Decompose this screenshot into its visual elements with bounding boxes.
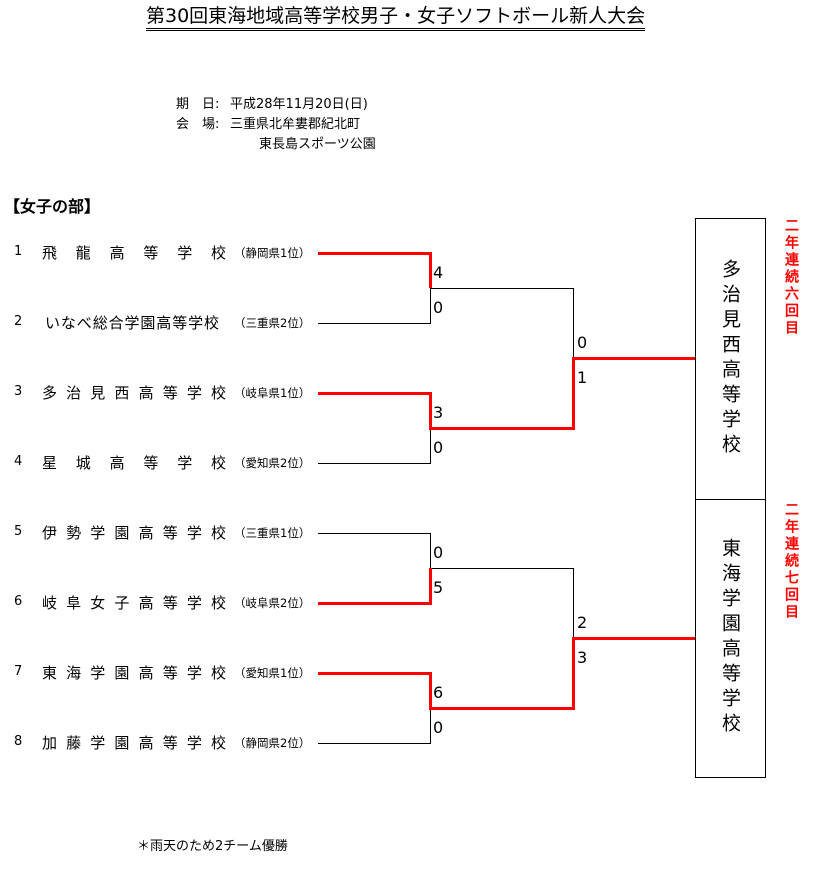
score-m1-bottom: 0 [433, 298, 444, 317]
team-prefecture-rank: （岐阜県1位） [234, 386, 311, 400]
team-name: 東海学園高等学校 [42, 664, 226, 682]
line-semi-2-loser [430, 568, 574, 638]
date-label: 期 日: [176, 97, 220, 112]
line-team-8 [318, 708, 431, 744]
team-prefecture-rank: （愛知県1位） [234, 666, 311, 680]
team-name: いなべ総合学園高等学校 [45, 314, 219, 332]
winner-box-1: 多治見西高等学校 [695, 218, 766, 500]
team-prefecture-rank: （三重県1位） [234, 526, 311, 540]
team-number: 5 [14, 524, 23, 539]
team-number: 3 [14, 384, 23, 399]
team-prefecture-rank: （愛知県2位） [234, 456, 311, 470]
score-m2-top: 3 [433, 403, 444, 422]
score-m3-top: 0 [433, 543, 444, 562]
footnote: ＊雨天のため2チーム優勝 [137, 839, 288, 854]
winner-name-1: 多治見西高等学校 [719, 259, 741, 459]
score-semi1-bottom: 1 [577, 368, 588, 387]
venue-line-1: 三重県北牟婁郡紀北町 [230, 117, 361, 132]
team-number: 8 [14, 734, 23, 749]
score-semi2-bottom: 3 [577, 648, 588, 667]
win-line-team-7 [318, 637, 695, 710]
winner-name-2: 東海学園高等学校 [719, 537, 741, 738]
team-name: 加藤学園高等学校 [42, 734, 226, 752]
team-prefecture-rank: （静岡県1位） [234, 246, 311, 260]
team-name: 岐阜女子高等学校 [42, 594, 226, 612]
score-semi1-top: 0 [577, 333, 588, 352]
team-name: 星城高等学校 [42, 454, 226, 472]
line-team-4 [318, 428, 431, 464]
date-value: 平成28年11月20日(日) [230, 97, 368, 112]
winner-note-2: 二年連続七回目 [783, 502, 799, 621]
score-m4-bottom: 0 [433, 718, 444, 737]
score-m4-top: 6 [433, 683, 444, 702]
line-team-5 [318, 533, 431, 568]
team-number: 2 [14, 314, 23, 329]
score-m3-bottom: 5 [433, 578, 444, 597]
section-heading: 【女子の部】 [4, 197, 101, 216]
score-m1-top: 4 [433, 263, 444, 282]
winner-note-1: 二年連続六回目 [783, 218, 799, 337]
team-name: 多治見西高等学校 [42, 384, 226, 402]
win-line-team-6 [318, 568, 432, 605]
winner-box-2: 東海学園高等学校 [695, 498, 766, 778]
team-prefecture-rank: （三重県2位） [234, 316, 311, 330]
line-semi-1-loser [430, 288, 574, 358]
team-number: 1 [14, 244, 23, 259]
team-prefecture-rank: （静岡県2位） [234, 736, 311, 750]
team-name: 伊勢学園高等学校 [42, 524, 226, 542]
team-name: 飛龍高等学校 [42, 244, 226, 262]
win-line-team-3 [318, 357, 695, 430]
venue-label: 会 場: [176, 117, 220, 132]
team-number: 6 [14, 594, 23, 609]
team-number: 7 [14, 664, 23, 679]
score-m2-bottom: 0 [433, 438, 444, 457]
score-semi2-top: 2 [577, 613, 588, 632]
team-prefecture-rank: （岐阜県2位） [234, 596, 311, 610]
page-title: 第30回東海地域高等学校男子・女子ソフトボール新人大会 [146, 4, 646, 31]
team-number: 4 [14, 454, 23, 469]
line-team-2 [318, 288, 431, 324]
venue-line-2: 東長島スポーツ公園 [259, 137, 376, 152]
win-line-team-1 [318, 252, 432, 288]
